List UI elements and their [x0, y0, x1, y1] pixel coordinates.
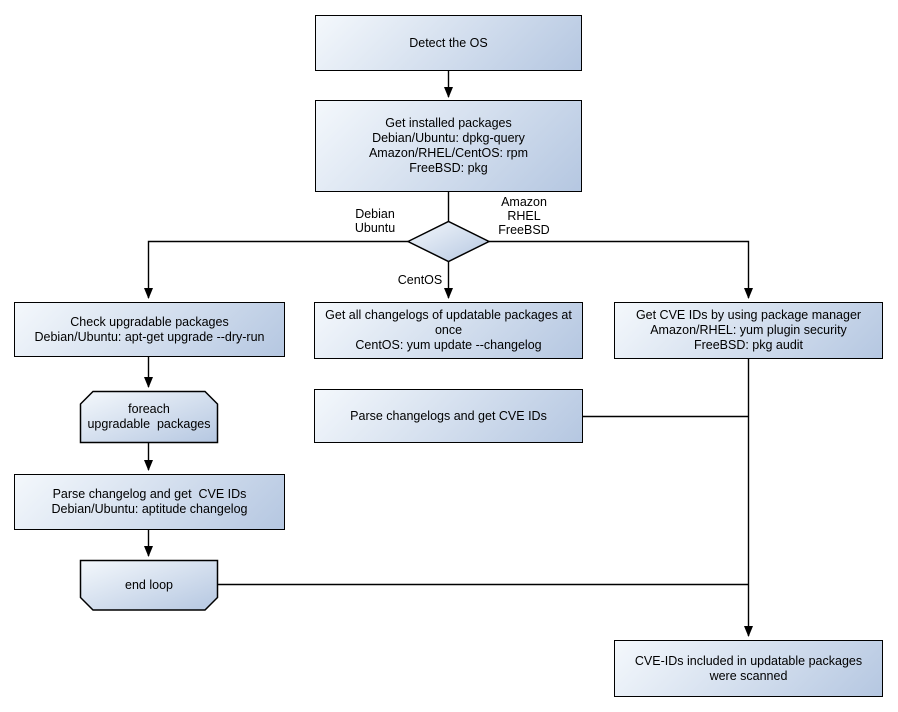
node-get-installed-packages: Get installed packages Debian/Ubuntu: dp… [315, 100, 582, 192]
node-get-installed-packages-label: Get installed packages Debian/Ubuntu: dp… [368, 116, 529, 175]
foreach-loop-shape [79, 390, 219, 444]
node-parse-changelog: Parse changelog and get CVE IDs Debian/U… [14, 474, 285, 530]
edge-label-debian-ubuntu: Debian Ubuntu [354, 207, 396, 235]
node-foreach-loop-label: foreach upgradable packages [87, 402, 211, 431]
node-get-cve-ids-pkg-manager: Get CVE IDs by using package manager Ama… [614, 302, 883, 359]
node-end-loop-label: end loop [125, 577, 173, 592]
node-end-loop: end loop [80, 560, 218, 610]
node-check-upgradable-packages-label: Check upgradable packages Debian/Ubuntu:… [34, 314, 265, 344]
end-loop-shape [79, 559, 219, 611]
node-parse-changelog-label: Parse changelog and get CVE IDs Debian/U… [51, 487, 248, 516]
node-get-cve-ids-pkg-manager-label: Get CVE IDs by using package manager Ama… [635, 308, 862, 352]
node-parse-changelogs: Parse changelogs and get CVE IDs [314, 389, 583, 443]
edge-decision-right-amazon [489, 240, 753, 299]
node-cve-ids-scanned: CVE-IDs included in updatable packages w… [614, 640, 883, 697]
edge-decision-left-debian [144, 240, 408, 299]
node-parse-changelogs-label: Parse changelogs and get CVE IDs [350, 408, 547, 423]
node-get-all-changelogs: Get all changelogs of updatable packages… [314, 302, 583, 359]
node-detect-os: Detect the OS [315, 15, 582, 71]
node-get-all-changelogs-label: Get all changelogs of updatable packages… [325, 308, 572, 352]
node-check-upgradable-packages: Check upgradable packages Debian/Ubuntu:… [14, 302, 285, 357]
node-detect-os-label: Detect the OS [409, 35, 488, 50]
os-decision-diamond [406, 220, 491, 263]
node-cve-ids-scanned-label: CVE-IDs included in updatable packages w… [634, 653, 863, 683]
edge-label-amazon-rhel-freebsd: Amazon RHEL FreeBSD [498, 195, 550, 237]
edge-label-centos: CentOS [397, 273, 443, 287]
node-foreach-loop: foreach upgradable packages [80, 391, 218, 443]
